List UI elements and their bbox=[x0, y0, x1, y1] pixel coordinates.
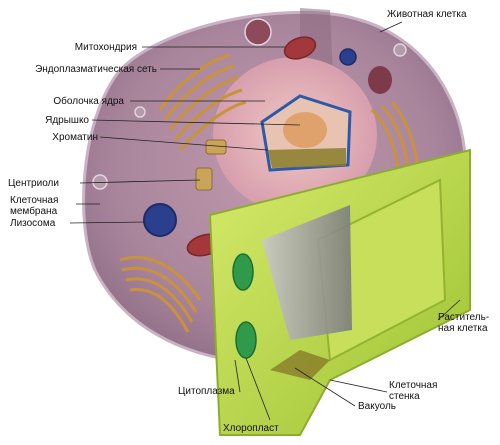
label-cell-membrane-1: Клеточная bbox=[10, 195, 59, 206]
chloroplast-1 bbox=[232, 253, 254, 291]
label-cytoplasm: Цитоплазма bbox=[178, 386, 235, 397]
label-animal-cell: Животная клетка bbox=[387, 9, 467, 20]
leader-lines bbox=[69, 21, 461, 421]
label-plant-cell-2: ная клетка bbox=[438, 323, 488, 334]
label-cell-wall-2: стенка bbox=[389, 391, 420, 402]
mitochondrion-3 bbox=[368, 66, 392, 94]
lysosome-shape bbox=[143, 203, 177, 237]
mitochondrion-1 bbox=[283, 36, 317, 60]
label-nucleolus: Ядрышко bbox=[45, 115, 89, 126]
label-vacuole: Вакуоль bbox=[358, 401, 396, 412]
centrioles-shape bbox=[195, 139, 227, 191]
label-mitochondria: Митохондрия bbox=[74, 42, 137, 53]
label-chromatin: Хроматин bbox=[52, 132, 98, 143]
label-plant-cell-1: Раститель- bbox=[438, 312, 490, 323]
label-nuclear-envelope: Оболочка ядра bbox=[53, 96, 124, 107]
nucleolus bbox=[283, 112, 327, 148]
label-cell-membrane-2: мембрана bbox=[10, 206, 58, 217]
label-cell-wall-1: Клеточная bbox=[389, 380, 438, 391]
chloroplast-2 bbox=[235, 321, 257, 359]
label-lysosome: Лизосома bbox=[10, 218, 56, 229]
chromatin bbox=[268, 148, 346, 168]
nucleus bbox=[213, 57, 377, 213]
label-er: Эндоплазматическая сеть bbox=[35, 64, 157, 75]
label-centrioles: Центриоли bbox=[8, 178, 59, 189]
label-chloroplast: Хлоропласт bbox=[223, 423, 279, 434]
vesicles bbox=[92, 18, 407, 190]
golgi bbox=[119, 255, 202, 333]
vacuole-shape bbox=[262, 205, 352, 340]
plant-cell bbox=[208, 148, 471, 436]
